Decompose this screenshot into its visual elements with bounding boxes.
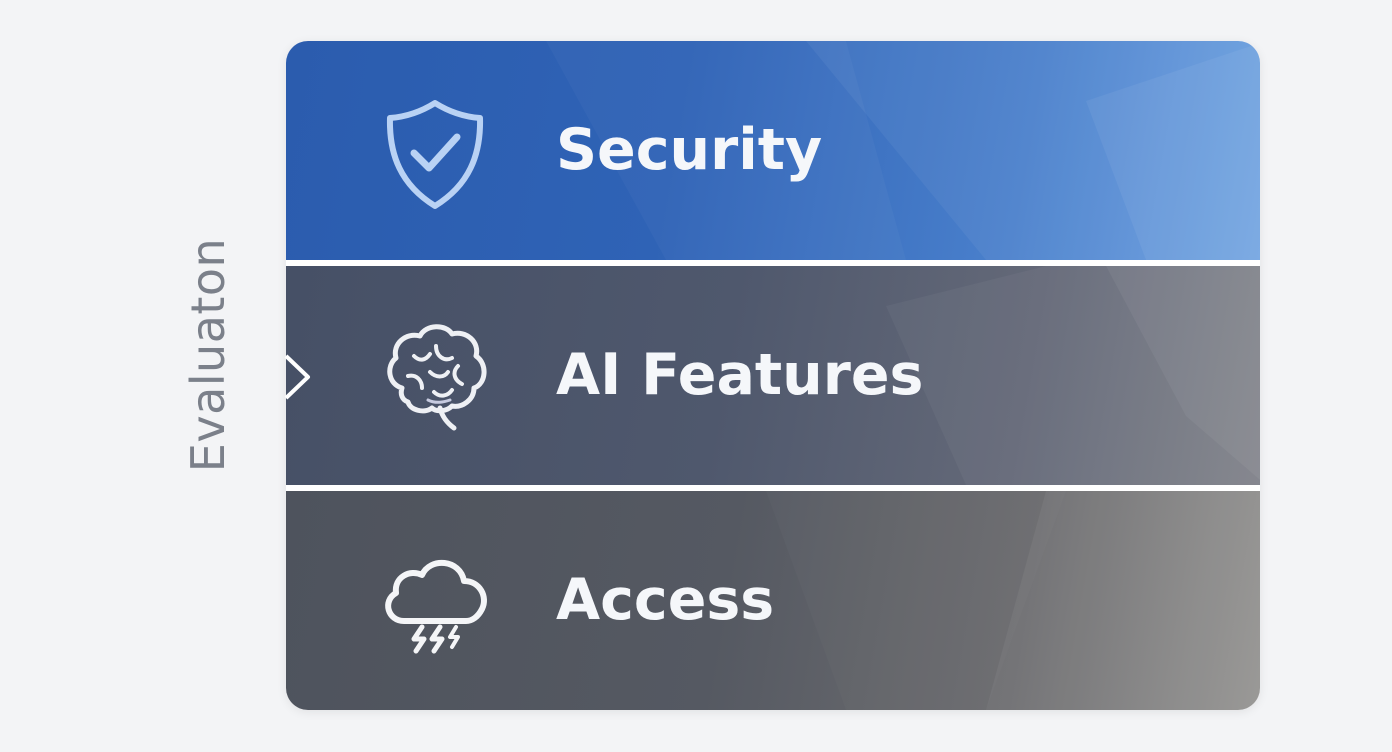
side-label: Evaluaton [181, 237, 235, 473]
security-label: Security [556, 117, 823, 183]
access-label: Access [556, 567, 775, 633]
feature-stack: Security AI Features [286, 41, 1260, 710]
brain-icon [374, 316, 496, 438]
access-panel[interactable]: Access [286, 491, 1260, 710]
ai-features-label: AI Features [556, 342, 924, 408]
storm-cloud-icon [374, 541, 496, 663]
ai-features-panel[interactable]: AI Features [286, 266, 1260, 485]
selection-pointer-icon [284, 354, 310, 400]
shield-check-icon [374, 91, 496, 213]
security-panel[interactable]: Security [286, 41, 1260, 260]
